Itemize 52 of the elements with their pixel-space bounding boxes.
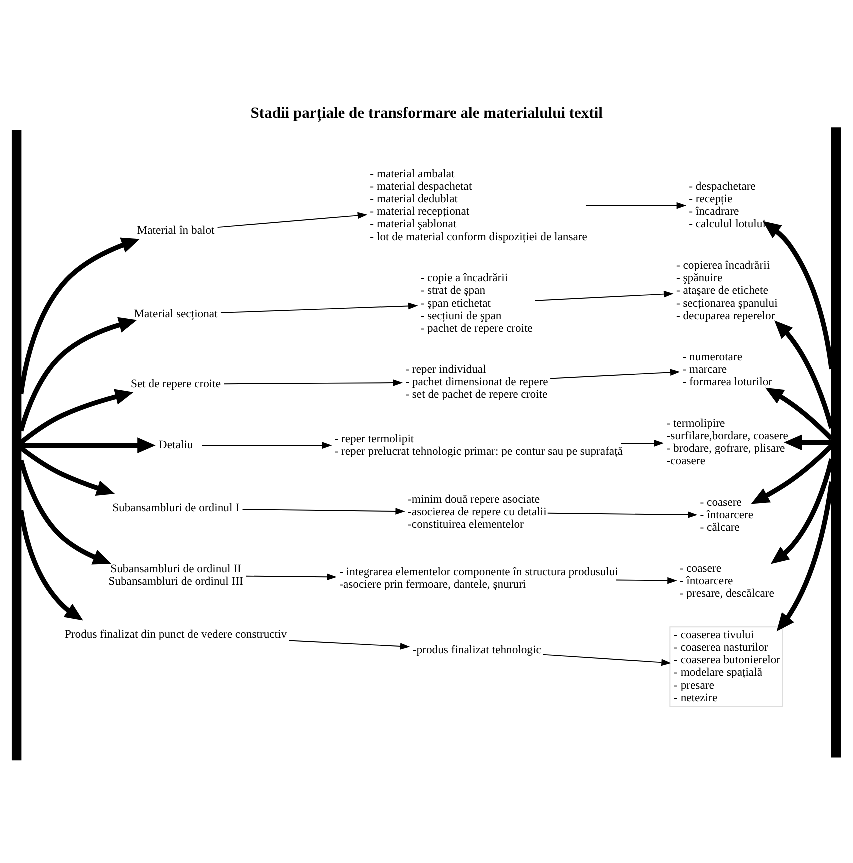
arrow xyxy=(620,440,664,447)
arrow xyxy=(202,442,332,449)
arrow xyxy=(288,640,410,650)
arrow xyxy=(246,574,337,581)
arrow xyxy=(20,446,116,496)
node-text: - reper termolipit - reper prelucrat tehnologic primar: pe contur sau pe suprafață xyxy=(334,432,624,458)
node-text: -produs finalizat tehnologic xyxy=(412,643,542,656)
arrow xyxy=(776,482,834,632)
node-text: - coasere - întoarcere - presare, descălcare xyxy=(680,562,774,600)
node-text: - copie a încadrării - strat de şpan - şpan etichetat - secțiuni de şpan - pachet de repere croite xyxy=(420,272,533,336)
arrow xyxy=(751,444,834,504)
arrow xyxy=(224,380,404,386)
node-box: - coaserea tivului - coaserea nasturilor - coaserea butonierelor - modelare spațială - presare - netezire xyxy=(670,626,784,708)
node-text: - numerotare - marcare - formarea loturilor xyxy=(682,350,773,388)
arrow xyxy=(762,221,834,370)
node-text: Produs finalizat din punct de vedere constructiv xyxy=(64,628,288,641)
node-text: -minim două repere asociate -asocierea de repere cu detalii -constituirea elementelor xyxy=(408,492,547,532)
arrow xyxy=(784,434,832,451)
node-text: - material ambalat - material despachetat - material dedublat - material recepționat - material şablonat - lot de material conform dispoziției de lansare xyxy=(370,167,588,244)
node-text: Set de repere croite xyxy=(131,377,222,390)
node-text: - copierea încadrării - şpănuire - ataşare de etichete - secționarea şpanului - decuparea reperelor xyxy=(676,258,778,322)
arrow xyxy=(542,654,672,666)
node-text: Subansambluri de ordinul I xyxy=(112,502,240,515)
diagram-title: Stadii parțiale de transformare ale materialului textil xyxy=(250,105,603,122)
arrow xyxy=(547,512,698,518)
arrow xyxy=(18,317,138,432)
arrow xyxy=(18,460,112,565)
arrow xyxy=(765,388,834,441)
node-text: - coasere - întoarcere - călcare xyxy=(700,496,754,534)
node-text: - reper individual - pachet dimensionat de repere - set de pachet de repere croite xyxy=(406,362,548,402)
arrow xyxy=(217,212,368,228)
arrow xyxy=(21,438,156,454)
node-text: Detaliu xyxy=(158,438,194,452)
node-text: - despachetare - recepție - încadrare - calculul lotului xyxy=(689,180,766,231)
arrow xyxy=(770,458,834,564)
node-text: Subansambluri de ordinul II Subansambluri de ordinul III xyxy=(108,562,244,588)
node-bar xyxy=(12,130,22,761)
arrow xyxy=(586,202,687,210)
arrow xyxy=(220,302,418,314)
arrow xyxy=(534,290,674,302)
arrow xyxy=(18,238,140,395)
node-text: - integrarea elementelor componente în structura produsului -asociere prin fermoare, dantele, şnururi xyxy=(340,565,619,591)
node-text: Material secționat xyxy=(134,308,218,321)
node-text: Material în balot xyxy=(137,224,215,238)
arrow xyxy=(550,369,680,380)
arrow xyxy=(242,508,406,515)
node-text: - termolipire -surfilare,bordare, coasere - brodare, gofrare, plisare -coasere xyxy=(666,416,788,468)
arrow xyxy=(774,320,834,430)
node-bar xyxy=(831,128,842,758)
arrow xyxy=(18,510,84,621)
arrow xyxy=(20,389,134,445)
arrow xyxy=(616,577,678,584)
